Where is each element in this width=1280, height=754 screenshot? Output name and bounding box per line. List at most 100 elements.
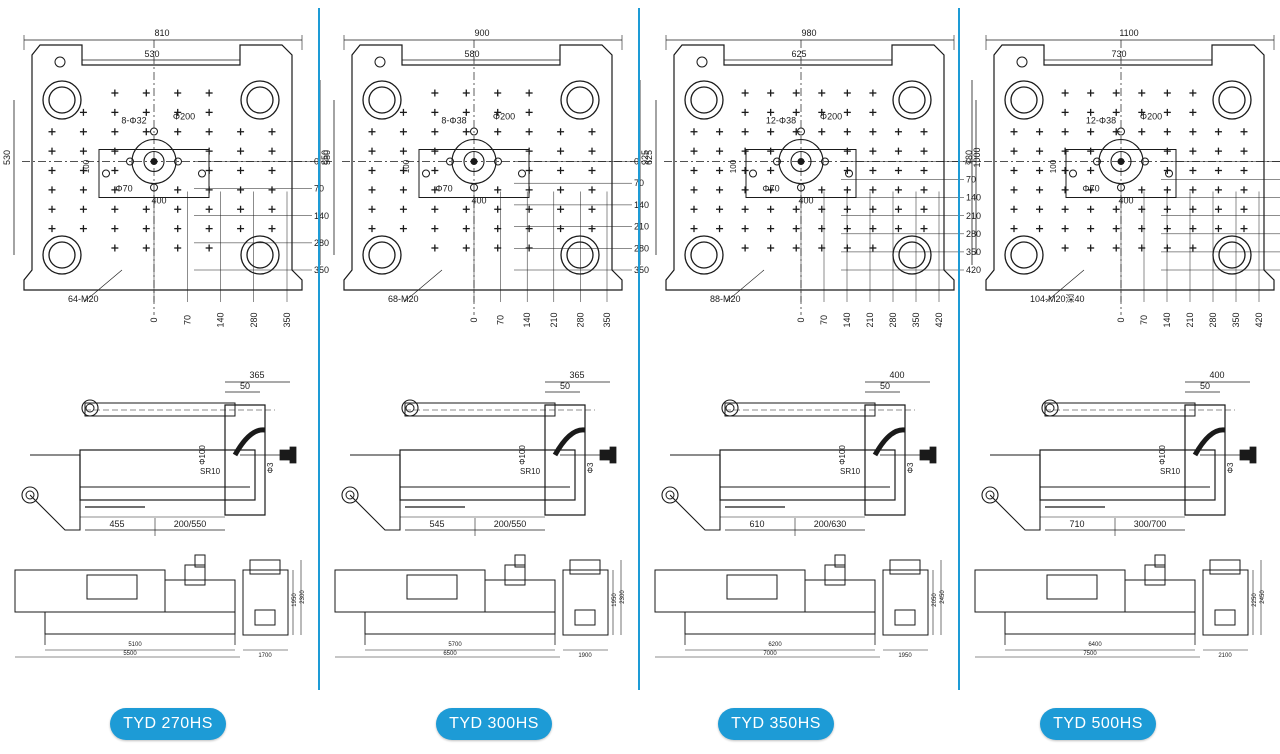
dimension-label: 350 — [602, 312, 612, 327]
dimension-label: 100 — [729, 159, 738, 173]
dimension-label: 730 — [1111, 49, 1126, 59]
dimension-label: 420 — [966, 265, 981, 275]
tie-bar — [1212, 235, 1252, 275]
panel-4: 1100730730111512-Φ38Φ200Φ70400100104-M20… — [964, 28, 1280, 659]
dimension-label: Φ3 — [1226, 462, 1235, 473]
tie-bar — [1004, 80, 1044, 120]
dimension-label: 12-Φ38 — [1086, 116, 1116, 126]
machine-elevation: TYD 270HS51005500195023001700 — [14, 554, 306, 659]
dimension-label: 530 — [144, 49, 159, 59]
dimension-label: Φ3 — [906, 462, 915, 473]
dimension-label: 70 — [1139, 315, 1149, 325]
dimension-label: 88-M20 — [710, 294, 741, 304]
dimension-label: Φ70 — [1082, 184, 1099, 194]
dimension-label: 100 — [82, 159, 91, 173]
machine-elevation: TYD 300HS57006500195023001900 — [334, 554, 626, 659]
dimension-label: SR10 — [200, 467, 221, 476]
platen-front-view: 9005805809258-Φ38Φ200Φ7040010068-M200701… — [322, 28, 652, 328]
dimension-label: SR10 — [520, 467, 541, 476]
tie-bar — [1004, 235, 1044, 275]
dimension-label: 50 — [1200, 381, 1210, 391]
dimension-label: 140 — [842, 312, 852, 327]
dimension-label: 400 — [471, 196, 486, 206]
dimension-label: 50 — [240, 381, 250, 391]
dimension-label: Φ70 — [115, 184, 132, 194]
dimension-label: 280 — [634, 243, 649, 253]
nozzle — [599, 446, 617, 464]
tie-bar — [362, 80, 402, 120]
dimension-label: 980 — [801, 28, 816, 38]
mount-hole-pattern — [690, 89, 928, 252]
dimension-label: Φ3 — [266, 462, 275, 473]
machine-elevation: TYD 350HS62007000205024501950 — [654, 554, 946, 659]
dimension-label: 280 — [1208, 312, 1218, 327]
dimension-label: 6400 — [1088, 642, 1102, 648]
dimension-label: 400 — [151, 196, 166, 206]
dimension-label: 300/700 — [1134, 519, 1167, 529]
tie-bar — [892, 80, 932, 120]
dimension-label: 365 — [569, 370, 584, 380]
dimension-label: 1950 — [292, 593, 298, 607]
dimension-label: 0 — [966, 157, 971, 167]
panel-2: 9005805809258-Φ38Φ200Φ7040010068-M200701… — [322, 28, 652, 659]
tie-bar — [362, 235, 402, 275]
dimension-label: 580 — [464, 49, 479, 59]
dimension-label: 0 — [634, 157, 639, 167]
dimension-label: 0 — [796, 317, 806, 322]
dimension-label: 200/630 — [814, 519, 847, 529]
dimension-label: 5700 — [448, 642, 462, 648]
dimension-label: 280 — [575, 312, 585, 327]
tie-bar — [42, 235, 82, 275]
dimension-label: 1900 — [578, 653, 592, 659]
dimension-label: 420 — [934, 312, 944, 327]
dimension-label: 64-M20 — [68, 294, 99, 304]
mount-hole-pattern — [1010, 89, 1248, 252]
dimension-label: 610 — [749, 519, 764, 529]
dimension-label: 365 — [249, 370, 264, 380]
dimension-label: 730 — [964, 150, 974, 165]
dimension-label: Φ3 — [586, 462, 595, 473]
dimension-label: 1000 — [972, 147, 982, 167]
platen-front-view: 8105305308508-Φ32Φ200Φ7040010064-M200701… — [2, 28, 332, 328]
dimension-label: 140 — [216, 312, 226, 327]
dimension-label: 850 — [320, 150, 330, 165]
dimension-label: 210 — [549, 312, 559, 327]
dimension-label: 70 — [496, 315, 506, 325]
dimension-label: 400 — [1118, 196, 1133, 206]
dimension-label: Φ100 — [1158, 445, 1167, 465]
dimension-label: 530 — [2, 150, 12, 165]
dimension-label: Φ100 — [198, 445, 207, 465]
dimension-label: 140 — [634, 200, 649, 210]
dimension-label: 100 — [402, 159, 411, 173]
dimension-label: 1700 — [258, 653, 272, 659]
tie-bar — [240, 80, 280, 120]
dimension-label: Φ200 — [493, 112, 515, 122]
dimension-label: 0 — [314, 157, 319, 167]
dimension-label: 1100 — [1119, 28, 1138, 38]
tie-bar — [684, 235, 724, 275]
model-label-pill: TYD 300HS — [436, 708, 552, 740]
dimension-label: 70 — [819, 315, 829, 325]
dimension-label: 625 — [644, 150, 654, 165]
dimension-label: 350 — [911, 312, 921, 327]
tie-bar — [42, 80, 82, 120]
dimension-label: 2450 — [940, 590, 946, 604]
dimension-label: 50 — [560, 381, 570, 391]
dimension-label: 210 — [634, 222, 649, 232]
dimension-label: Φ200 — [173, 112, 195, 122]
dimension-label: 0 — [1116, 317, 1126, 322]
tie-bar — [560, 235, 600, 275]
dimension-label: 925 — [640, 150, 650, 165]
dimension-label: 350 — [314, 265, 329, 275]
machine-elevation: TYD 500HS64007500225024502100 — [974, 554, 1266, 659]
dimension-label: 12-Φ38 — [766, 116, 796, 126]
dimension-label: 68-M20 — [388, 294, 419, 304]
dimension-label: 280 — [966, 229, 981, 239]
panel-1: 8105305308508-Φ32Φ200Φ7040010064-M200701… — [2, 28, 332, 659]
dimension-label: 70 — [966, 175, 976, 185]
dimension-label: 2300 — [300, 590, 306, 604]
dimension-label: 0 — [469, 317, 479, 322]
